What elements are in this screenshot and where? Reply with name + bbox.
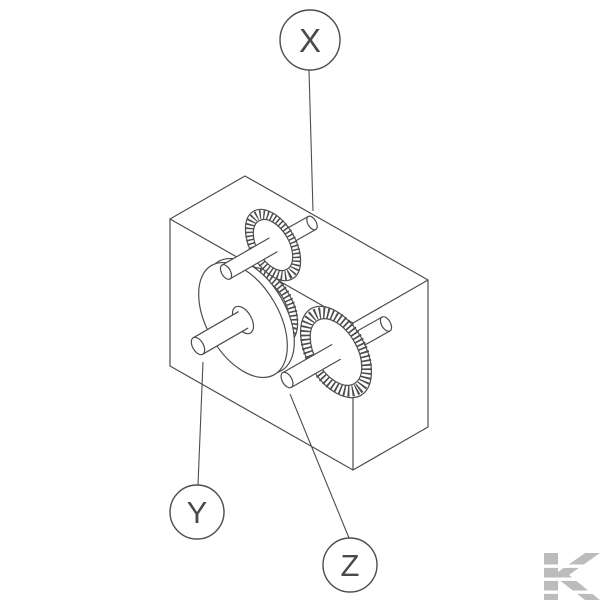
callout-x-label: X (299, 22, 321, 59)
k-logo-watermark-icon (540, 553, 600, 600)
output-shaft-front (280, 344, 341, 389)
callout-z: Z (322, 537, 378, 593)
callout-z-label: Z (341, 548, 360, 583)
callout-y: Y (169, 484, 225, 540)
leader-line-x (308, 69, 314, 212)
leader-line-y (197, 361, 204, 486)
leader-line-z (289, 393, 350, 539)
callout-z-circle (322, 537, 378, 593)
callout-y-label: Y (187, 495, 208, 530)
callout-y-circle (169, 484, 225, 540)
callout-x-circle (279, 9, 341, 71)
input-shaft-front (219, 237, 278, 280)
callout-x: X (279, 9, 341, 71)
intermediate-shaft-front (190, 311, 249, 356)
housing-right-edges (352, 279, 429, 471)
leader-lines (197, 69, 350, 539)
